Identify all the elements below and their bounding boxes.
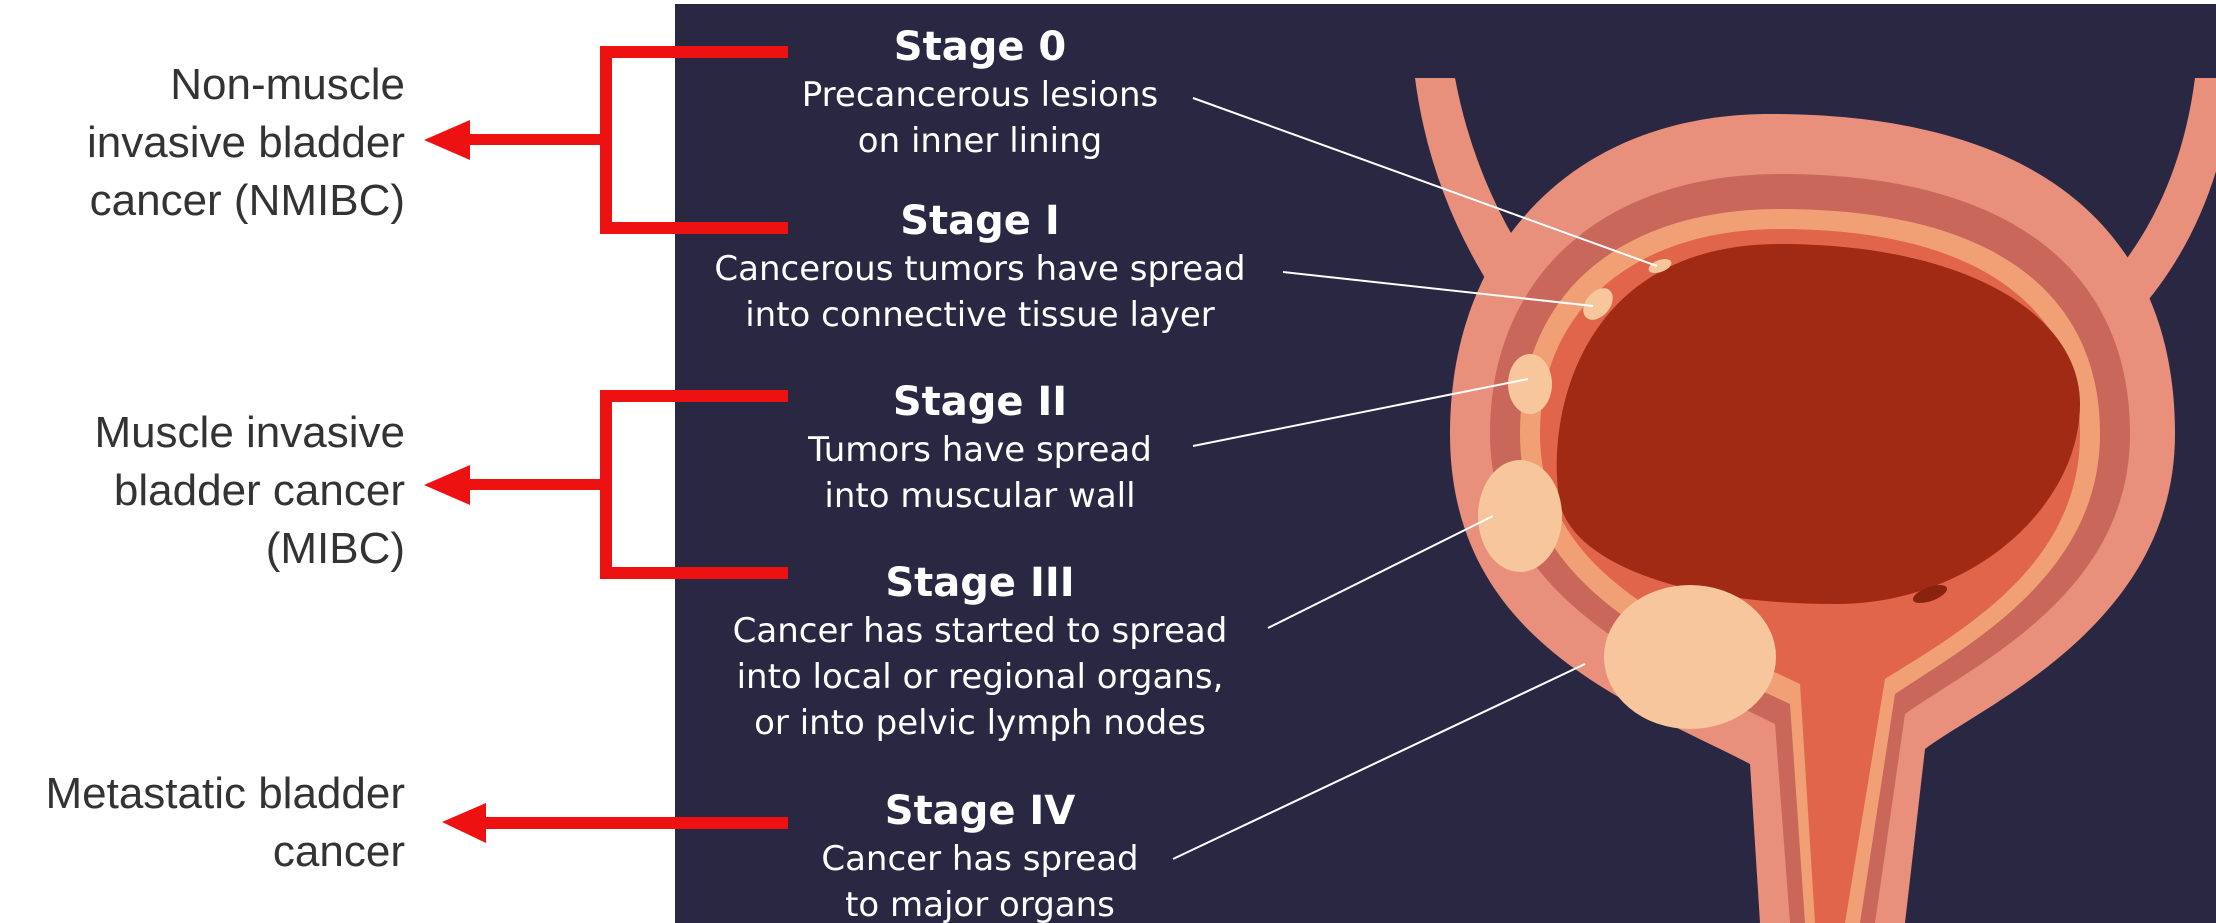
- mibc-bracket-bottom: [600, 567, 788, 579]
- mibc-arrowhead-icon: [424, 465, 470, 505]
- metastatic-arrowhead-icon: [442, 803, 486, 843]
- mibc-bracket-top: [600, 390, 788, 402]
- mibc-arrow-shaft: [462, 479, 606, 490]
- metastatic-arrow-shaft: [478, 817, 788, 829]
- nmibc-arrowhead-icon: [424, 120, 470, 160]
- nmibc-arrow-shaft: [462, 134, 606, 145]
- nmibc-bracket-bottom: [600, 222, 788, 234]
- nmibc-bracket-top: [600, 46, 788, 58]
